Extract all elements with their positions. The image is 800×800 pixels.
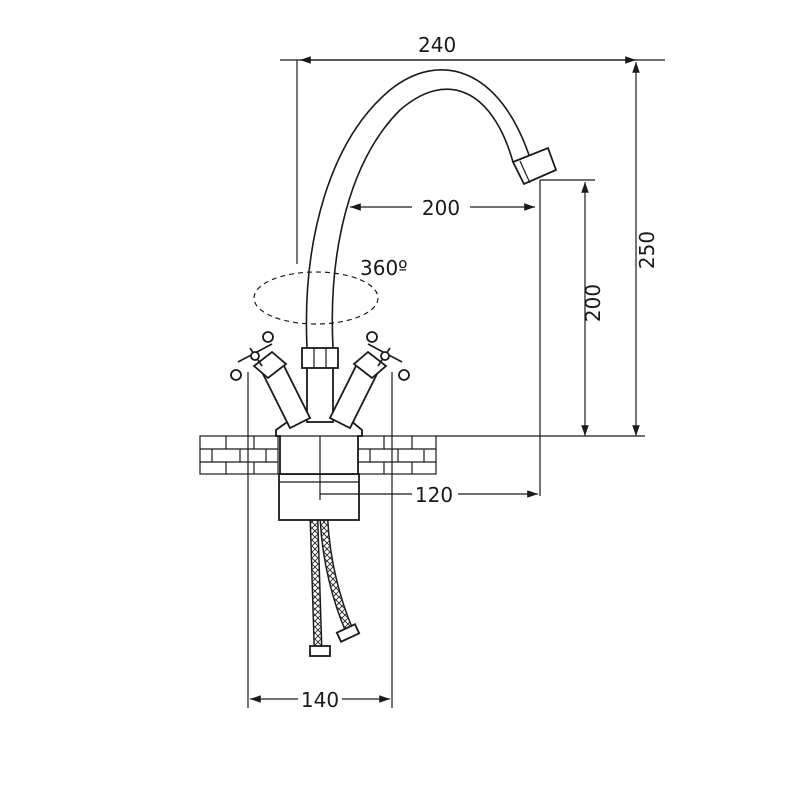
- left-handle: [230, 331, 312, 430]
- center-column: [301, 347, 339, 423]
- rotation-indicator: 360º: [253, 256, 408, 325]
- dim-height-total: 250: [635, 231, 659, 269]
- dim-width-total: 240: [418, 33, 456, 57]
- dim-handle-span: 140: [301, 688, 339, 712]
- faucet-base: [275, 419, 363, 475]
- rotation-label: 360º: [360, 256, 408, 280]
- dim-spout-height: 200: [581, 284, 605, 322]
- countertop-right: [357, 435, 437, 475]
- dim-base-offset: 120: [415, 483, 453, 507]
- right-handle: [328, 331, 410, 430]
- supply-hoses: [309, 519, 361, 657]
- dim-reach: 200: [422, 196, 460, 220]
- countertop-left: [199, 435, 279, 475]
- faucet-lower-body: [278, 473, 360, 521]
- spout: [305, 69, 558, 349]
- dimension-lines: 240 250 200 200 120 140: [247, 33, 665, 712]
